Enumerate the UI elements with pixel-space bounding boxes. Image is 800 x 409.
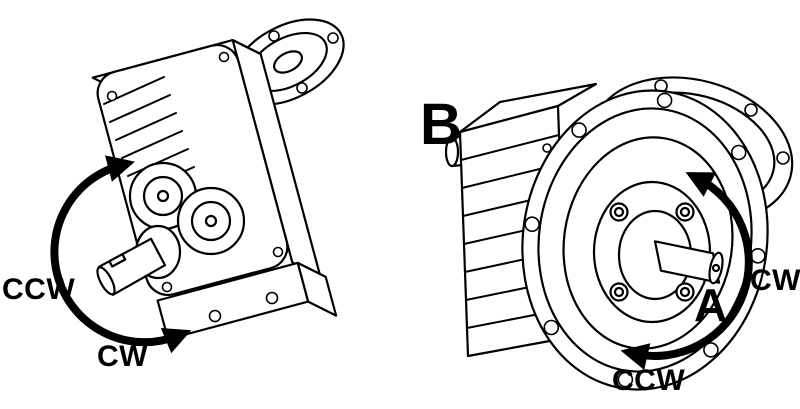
flange-bolt-hole: [656, 92, 673, 109]
side-b-label: B: [420, 92, 462, 157]
housing-bolt: [272, 246, 284, 258]
flange-bolt-hole: [730, 144, 747, 161]
right-rotation-arrow-icon: [620, 172, 753, 370]
right-cw-label: CW: [750, 264, 800, 297]
foot-bolt-hole: [208, 309, 222, 323]
bolt-hole: [744, 103, 758, 117]
cooling-fins: [460, 134, 566, 329]
flange-bolt-hole: [571, 122, 587, 138]
left-ccw-label: CCW: [2, 273, 76, 306]
left-cw-label: CW: [97, 340, 148, 373]
bolt-hole: [296, 82, 308, 94]
flange-bolt-hole: [524, 216, 540, 232]
bolt-hole: [327, 32, 339, 44]
housing-bolt: [218, 51, 230, 63]
left-gearmotor-illustration: [91, 18, 345, 341]
housing-bolt: [542, 143, 552, 153]
foot-bolt-hole: [265, 291, 279, 305]
right-ccw-label: CCW: [612, 364, 686, 397]
cooling-ribs: [103, 76, 195, 195]
side-a-label: A: [694, 279, 728, 331]
left-rotation-arrow-icon: [50, 155, 192, 354]
bolt-hole: [268, 30, 280, 42]
flange-bolt-hole: [617, 371, 634, 388]
flange-bolt-hole: [543, 319, 560, 336]
bolt-hole: [776, 151, 790, 165]
housing-bolt: [106, 90, 118, 102]
housing-bolt: [161, 281, 173, 293]
